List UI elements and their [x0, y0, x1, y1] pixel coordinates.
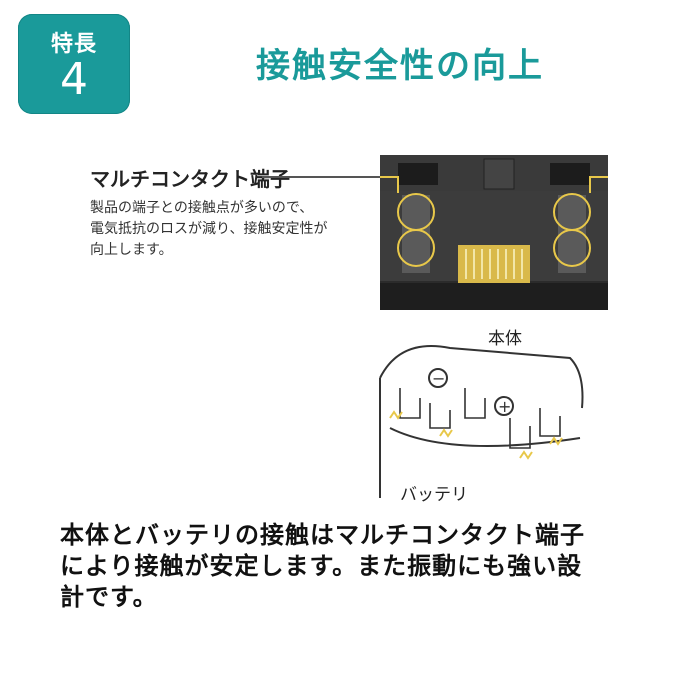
main-line-2: により接触が安定します。また振動にも強い設 [60, 552, 583, 580]
callout-line-1: 製品の端子との接触点が多いので、 [90, 200, 314, 216]
feature-label: 特長 [50, 32, 97, 57]
diagram-label-body: 本体 [488, 329, 522, 349]
diagram-label-battery: バッテリ [400, 485, 468, 505]
main-description: 本体とバッテリの接触はマルチコンタクト端子 により接触が安定します。また振動にも… [60, 520, 660, 613]
callout-heading: マルチコンタクト端子 [90, 167, 290, 191]
callout-line-2: 電気抵抗のロスが減り、接触安定性が [90, 221, 328, 237]
minus-symbol: − [432, 369, 445, 388]
plus-symbol: + [498, 397, 511, 416]
callout-leader-line [262, 176, 392, 178]
page-title: 接触安全性の向上 [256, 46, 544, 86]
callout-description: 製品の端子との接触点が多いので、 電気抵抗のロスが減り、接触安定性が 向上します… [90, 198, 380, 261]
main-line-1: 本体とバッテリの接触はマルチコンタクト端子 [60, 521, 585, 549]
feature-number: 4 [60, 54, 88, 105]
feature-badge: 特長 4 [18, 14, 130, 114]
main-line-3: 計です。 [60, 583, 158, 611]
terminal-photo [380, 155, 608, 310]
callout-line-3: 向上します。 [90, 242, 173, 258]
contact-diagram: 本体 − + バッテリ [379, 329, 584, 505]
